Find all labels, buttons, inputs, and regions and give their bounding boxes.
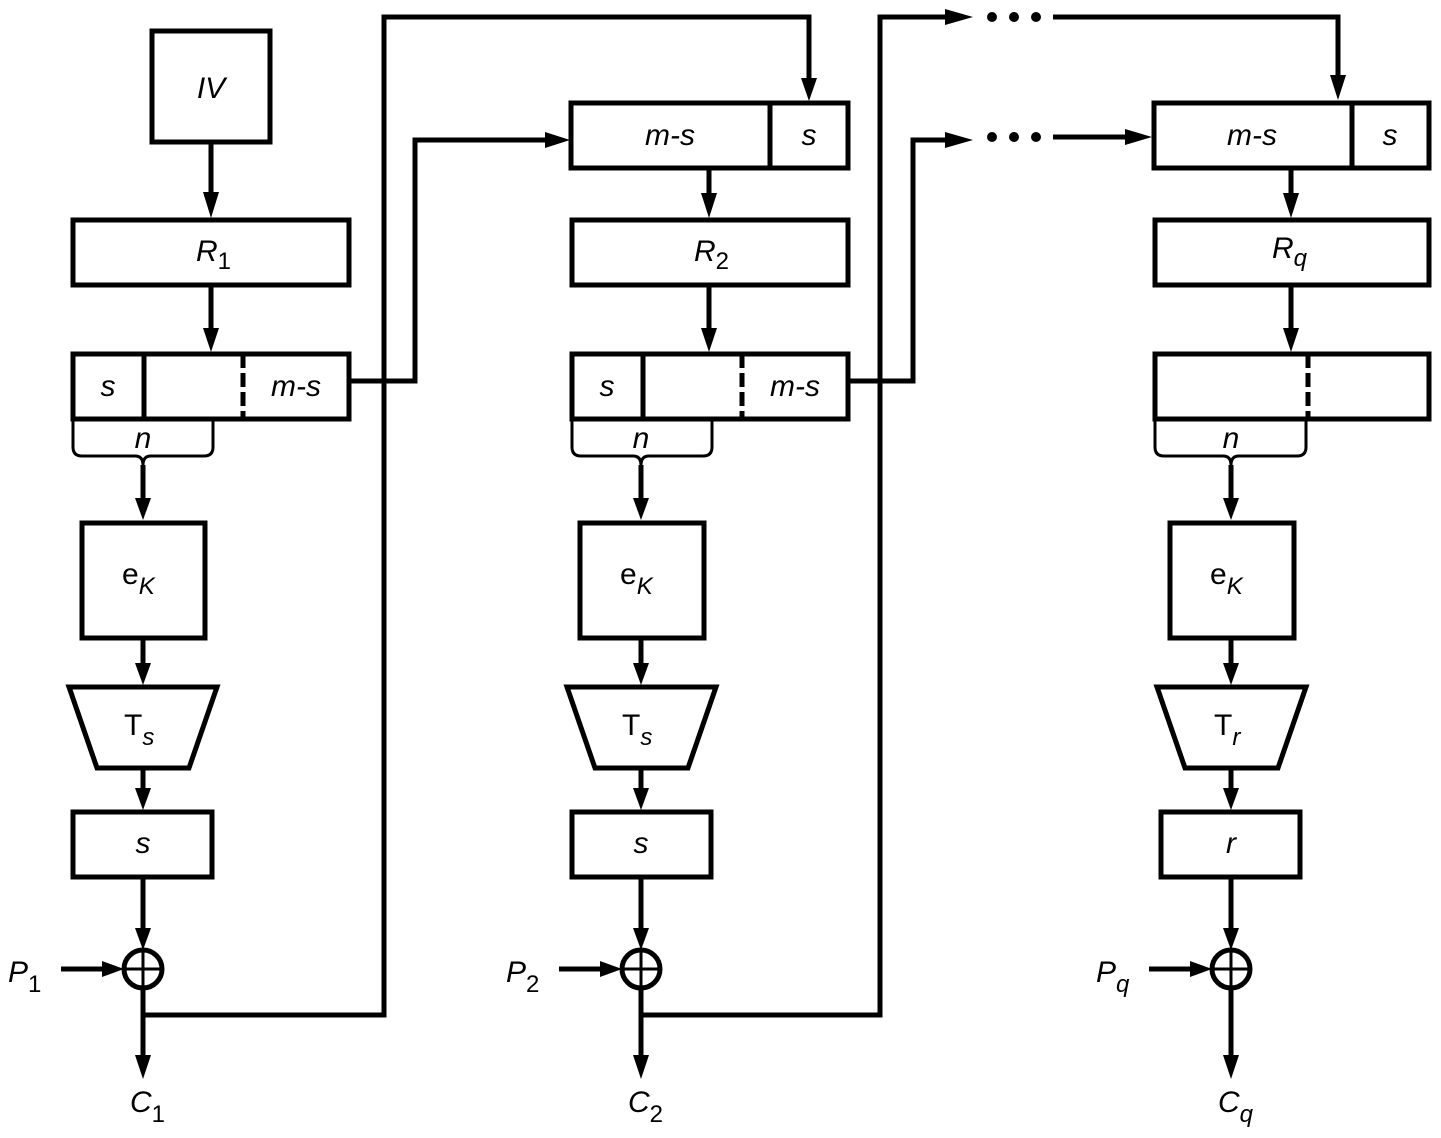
arrowhead xyxy=(1330,75,1346,100)
feedback-to-q xyxy=(1053,14,1341,80)
arrowhead xyxy=(1223,1055,1239,1079)
feedback-c2-line xyxy=(641,14,950,1018)
truncate-ts-2 xyxy=(563,684,720,771)
output-register-q xyxy=(1152,351,1432,422)
arrowhead xyxy=(102,961,124,977)
r-label: r xyxy=(1226,827,1237,860)
truncate-tr xyxy=(1153,684,1310,771)
arrowhead xyxy=(135,498,151,520)
arrowhead xyxy=(701,193,717,218)
plaintext-label: P2 xyxy=(506,956,539,998)
stage-2: m-s s R2 s m-s n eK Ts s P2 xyxy=(506,100,851,1128)
ciphertext-label: C2 xyxy=(628,1086,663,1128)
tr-label: Tr xyxy=(1214,709,1241,751)
plaintext-label: P1 xyxy=(8,956,41,998)
out2-part-s: s xyxy=(600,370,615,403)
rq-label: Rq xyxy=(1272,232,1308,272)
arrowhead xyxy=(545,132,570,148)
arrowhead xyxy=(1190,961,1212,977)
out2-part-ms: m-s xyxy=(770,370,820,403)
ek-label: eK xyxy=(620,558,654,600)
arrowhead xyxy=(135,788,151,810)
ellipsis-top xyxy=(987,12,1041,22)
arrowhead xyxy=(945,9,973,25)
cipher-ek-1 xyxy=(79,520,208,641)
arrowhead xyxy=(1283,193,1299,218)
iv-label: IV xyxy=(197,72,228,105)
arrowhead xyxy=(1125,129,1152,145)
arrowhead xyxy=(633,788,649,810)
shift-line-1 xyxy=(349,137,548,384)
s-label: s xyxy=(136,827,151,860)
feedback-c1-line xyxy=(143,14,812,1018)
ts-label: Ts xyxy=(622,709,652,751)
arrowhead xyxy=(1223,928,1239,950)
register-r2 xyxy=(569,217,851,288)
out1-part-s: s xyxy=(101,370,116,403)
brace-n xyxy=(71,419,215,466)
keystream-s-2 xyxy=(569,809,714,880)
plaintext-label: Pq xyxy=(1096,956,1130,998)
ts-label: Ts xyxy=(124,709,154,751)
brace-label: n xyxy=(135,422,152,455)
arrowhead xyxy=(633,1055,649,1079)
input-register-q xyxy=(1151,100,1432,171)
in2-part-s: s xyxy=(802,119,817,152)
arrowhead xyxy=(135,663,151,685)
arrowhead xyxy=(203,328,219,352)
in2-part-ms: m-s xyxy=(645,119,695,152)
register-r1 xyxy=(70,217,352,288)
arrowhead xyxy=(1223,663,1239,685)
inq-part-s: s xyxy=(1383,119,1398,152)
arrowhead xyxy=(633,663,649,685)
truncate-ts-1 xyxy=(65,684,221,771)
inq-part-ms: m-s xyxy=(1227,119,1277,152)
arrowhead xyxy=(135,928,151,950)
arrowhead xyxy=(600,961,622,977)
output-register-1 xyxy=(70,351,352,422)
cipher-ek-q xyxy=(1167,520,1297,641)
shift-line-2 xyxy=(848,137,950,384)
arrowhead xyxy=(1283,328,1299,352)
arrowhead xyxy=(1223,498,1239,520)
ciphertext-label: C1 xyxy=(130,1086,165,1128)
r2-label: R2 xyxy=(694,235,729,275)
cipher-ek-2 xyxy=(577,520,707,641)
out1-part-ms: m-s xyxy=(271,370,321,403)
arrowhead xyxy=(633,928,649,950)
keystream-s-1 xyxy=(70,809,215,880)
ciphertext-label: Cq xyxy=(1218,1086,1254,1128)
brace-label: n xyxy=(1223,422,1240,455)
arrowhead xyxy=(135,1055,151,1079)
arrowhead xyxy=(801,78,817,101)
brace-n xyxy=(1153,419,1308,466)
arrowhead xyxy=(203,192,219,218)
brace-label: n xyxy=(633,422,650,455)
register-rq xyxy=(1152,217,1432,288)
arrowhead xyxy=(1223,788,1239,810)
ek-label: eK xyxy=(122,558,156,600)
output-register-2 xyxy=(569,351,851,422)
stage-1: IV R1 s m-s n eK Ts s P1 xyxy=(8,28,352,1128)
arrowhead xyxy=(701,328,717,352)
ellipsis-bottom xyxy=(987,132,1041,142)
brace-n xyxy=(570,419,714,466)
arrowhead xyxy=(945,132,973,148)
r1-label: R1 xyxy=(196,235,231,275)
ek-label: eK xyxy=(1210,558,1244,600)
stage-q: m-s s Rq n eK Tr r Pq C xyxy=(1096,100,1432,1128)
arrowhead xyxy=(633,498,649,520)
s-label: s xyxy=(634,827,649,860)
